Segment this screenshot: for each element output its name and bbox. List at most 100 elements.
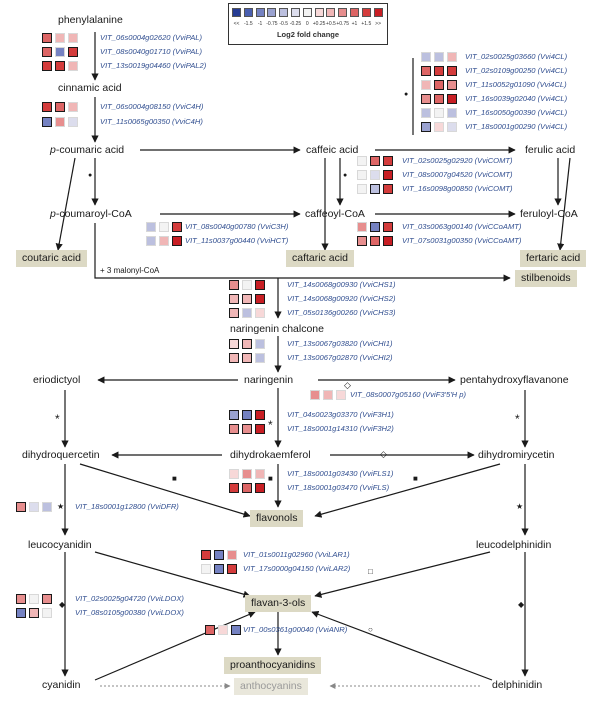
gene-label-c4h-1: VIT_06s0004g08150 (VviC4H) — [100, 102, 204, 111]
heatmap-cell-pal2-3 — [68, 47, 78, 57]
heatmap-cell-cl3-3 — [447, 80, 457, 90]
gene-label-4cl-6: VIT_18s0001g00290 (Vvi4CL) — [465, 122, 568, 131]
legend-swatch — [361, 8, 371, 17]
heatmap-cell-lar1-3 — [227, 550, 237, 560]
heatmap-cell-pal2-1 — [42, 47, 52, 57]
gene-label-fls: VIT_18s0001g03470 (VviFLS) — [287, 483, 390, 492]
symbol-open-diamond-f35h: ◇ — [344, 380, 351, 390]
heatmap-cell-comt3-1 — [357, 184, 367, 194]
legend-swatch — [302, 8, 312, 17]
symbol-diamond-left: ◆ — [59, 600, 66, 609]
arrow-de-flavan — [311, 610, 493, 681]
gene-label-chs3: VIT_05s0136g00260 (VviCHS3) — [287, 308, 396, 317]
compound-p-coumaric-acid: p-coumaric acid — [50, 144, 125, 156]
product-flavan-3-ols: flavan-3-ols — [245, 595, 312, 612]
heatmap-cell-cl2-1 — [421, 66, 431, 76]
heatmap-cell-c4h1-1 — [42, 102, 52, 112]
heatmap-cell-chi2-3 — [255, 353, 265, 363]
heatmap-cell-pal1-2 — [55, 33, 65, 43]
gene-label-c3h: VIT_08s0040g00780 (VviC3H) — [185, 222, 289, 231]
heatmap-cell-f3h1-3 — [255, 410, 265, 420]
heatmap-cell-anr-3 — [231, 625, 241, 635]
heatmap-cell-chs1-2 — [242, 280, 252, 290]
heatmap-cell-chi1-3 — [255, 339, 265, 349]
gene-label-ldox-1: VIT_02s0025g04720 (VviLDOX) — [75, 594, 184, 603]
gene-label-4cl-2: VIT_02s0109g00250 (Vvi4CL) — [465, 66, 568, 75]
heatmap-cell-lar1-1 — [201, 550, 211, 560]
compound-naringenin-chalcone: naringenin chalcone — [230, 323, 324, 335]
heatmap-cell-comt3-2 — [370, 184, 380, 194]
arrow-fer-fertaric — [557, 157, 571, 251]
heatmap-cell-f3h2-3 — [255, 424, 265, 434]
symbol-dot-c4h: ● — [88, 172, 93, 179]
heatmap-cell-c3h-2 — [159, 222, 169, 232]
heatmap-cell-pal3-3 — [68, 61, 78, 71]
symbol-asterisk-left: * — [55, 412, 60, 426]
legend-tick-label: +0.5 — [325, 21, 336, 27]
compound-pentahydroxyflavanone: pentahydroxyflavanone — [460, 374, 569, 386]
legend-tick-label: +1 — [351, 21, 358, 27]
arrow-ld-flavan — [314, 551, 491, 598]
heatmap-cell-c4h1-3 — [68, 102, 78, 112]
heatmap-cell-ccoamt1-1 — [357, 222, 367, 232]
legend-tick-label: -0.75 — [266, 21, 278, 27]
legend-tick-label: +1.5 — [361, 21, 372, 27]
heatmap-cell-lar1-2 — [214, 550, 224, 560]
legend-tick-label: 0 — [305, 21, 309, 27]
gene-label-lar1: VIT_01s0011g02960 (VviLAR1) — [243, 550, 350, 559]
compound-dihydrokaempferol: dihydrokaemferol — [230, 449, 311, 461]
heatmap-cell-f35h-3 — [336, 390, 346, 400]
heatmap-cell-cl5-3 — [447, 108, 457, 118]
heatmap-cell-anr-2 — [218, 625, 228, 635]
heatmap-cell-cl4-1 — [421, 94, 431, 104]
heatmap-cell-comt1-1 — [357, 156, 367, 166]
heatmap-cell-dfr-2 — [29, 502, 39, 512]
heatmap-cell-chs1-3 — [255, 280, 265, 290]
compound-caffeic-acid: caffeic acid — [306, 144, 359, 156]
heatmap-cell-c4h1-2 — [55, 102, 65, 112]
heatmap-cell-hct-1 — [146, 236, 156, 246]
gene-label-chi1: VIT_13s0067g03820 (VviCHI1) — [287, 339, 393, 348]
gene-label-hct: VIT_11s0037g00440 (VviHCT) — [185, 236, 289, 245]
symbol-square-right: ■ — [413, 474, 418, 483]
product-coutaric-acid: coutaric acid — [16, 250, 87, 267]
symbol-square-center: ■ — [268, 474, 273, 483]
gene-label-chi2: VIT_13s0067g02870 (VviCHI2) — [287, 353, 393, 362]
compound-delphinidin: delphinidin — [492, 679, 543, 691]
legend-swatch — [314, 8, 324, 17]
symbol-asterisk-right: * — [515, 412, 520, 426]
heatmap-cell-cl5-2 — [434, 108, 444, 118]
heatmap-cell-ccoamt1-3 — [383, 222, 393, 232]
heatmap-cell-pal3-2 — [55, 61, 65, 71]
heatmap-cell-ldox1-3 — [42, 594, 52, 604]
gene-label-4cl-4: VIT_16s0039g02040 (Vvi4CL) — [465, 94, 568, 103]
heatmap-cell-c3h-3 — [172, 222, 182, 232]
symbol-open-circle-right: ○ — [368, 625, 373, 634]
gene-label-pal2: VIT_13s0019g04460 (VviPAL2) — [100, 61, 207, 70]
heatmap-cell-f3h1-1 — [229, 410, 239, 420]
heatmap-cell-ccoamt1-2 — [370, 222, 380, 232]
heatmap-cell-fls1-3 — [255, 469, 265, 479]
heatmap-cell-pal3-1 — [42, 61, 52, 71]
compound-dihydroquercetin: dihydroquercetin — [22, 449, 100, 461]
gene-label-comt-3: VIT_16s0098g00850 (VviCOMT) — [402, 184, 513, 193]
heatmap-cell-c4h2-3 — [68, 117, 78, 127]
heatmap-cell-lar2-2 — [214, 564, 224, 574]
heatmap-cell-ldox1-1 — [16, 594, 26, 604]
legend-swatch — [267, 8, 277, 17]
legend-tick-label: +0.25 — [312, 21, 326, 27]
heatmap-cell-fls1-2 — [242, 469, 252, 479]
compound-leucocyanidin: leucocyanidin — [28, 539, 92, 551]
heatmap-cell-comt3-3 — [383, 184, 393, 194]
heatmap-cell-f35h-2 — [323, 390, 333, 400]
heatmap-cell-c4h2-1 — [42, 117, 52, 127]
gene-label-ccoamt-2: VIT_07s0031g00350 (VviCCoAMT) — [402, 236, 522, 245]
heatmap-cell-lar2-3 — [227, 564, 237, 574]
symbol-square-left: ■ — [172, 474, 177, 483]
gene-label-comt-1: VIT_02s0025g02920 (VviCOMT) — [402, 156, 513, 165]
heatmap-cell-cl3-1 — [421, 80, 431, 90]
heatmap-cell-cl5-1 — [421, 108, 431, 118]
compound-leucodelphinidin: leucodelphinidin — [476, 539, 552, 551]
heatmap-cell-cl4-2 — [434, 94, 444, 104]
